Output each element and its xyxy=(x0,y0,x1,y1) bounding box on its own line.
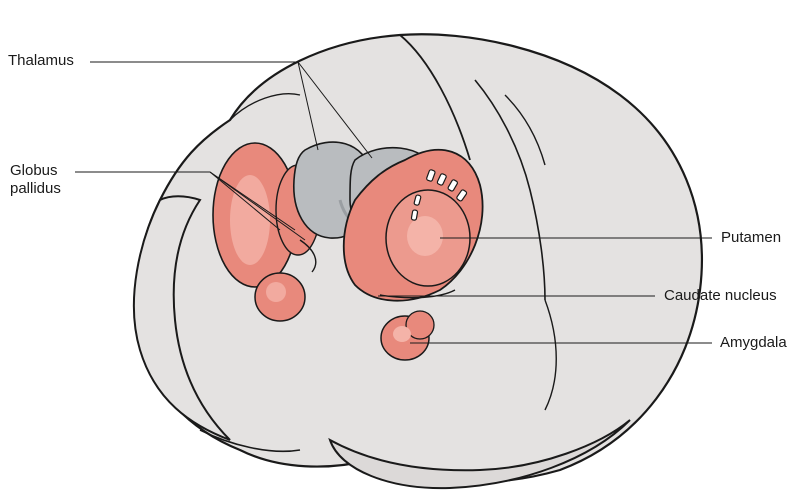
far-putamen-highlight xyxy=(230,175,270,265)
far-amygdala-highlight xyxy=(266,282,286,302)
label-globus-pallidus-line1: Globus xyxy=(10,162,58,180)
label-caudate-nucleus: Caudate nucleus xyxy=(664,287,777,305)
label-globus-pallidus-line2: pallidus xyxy=(10,180,61,198)
amygdala-highlight xyxy=(393,326,411,342)
label-putamen: Putamen xyxy=(721,229,781,247)
putamen-highlight xyxy=(407,216,443,256)
label-amygdala: Amygdala xyxy=(720,334,787,352)
label-thalamus: Thalamus xyxy=(8,52,74,70)
